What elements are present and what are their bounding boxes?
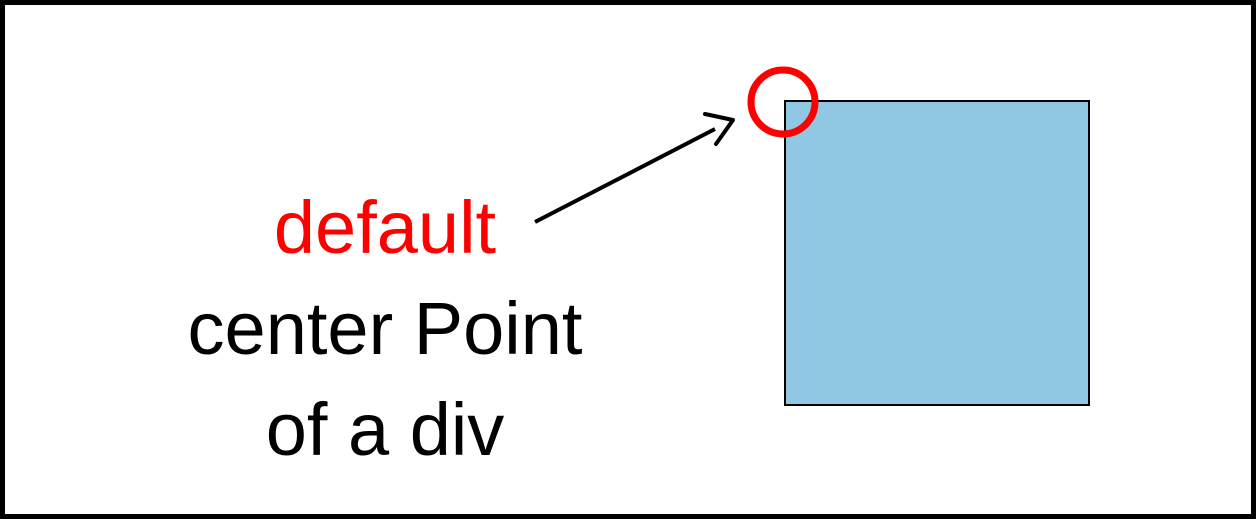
arrow-icon bbox=[534, 112, 735, 224]
div-box bbox=[784, 100, 1090, 406]
caption: default center Point of a div bbox=[95, 177, 675, 480]
caption-highlight-word: default bbox=[273, 186, 497, 269]
caption-line-3: of a div bbox=[265, 388, 505, 471]
circle-highlight-icon bbox=[747, 66, 819, 138]
annotation-overlay bbox=[534, 66, 819, 224]
caption-line-2: center Point bbox=[187, 287, 583, 370]
